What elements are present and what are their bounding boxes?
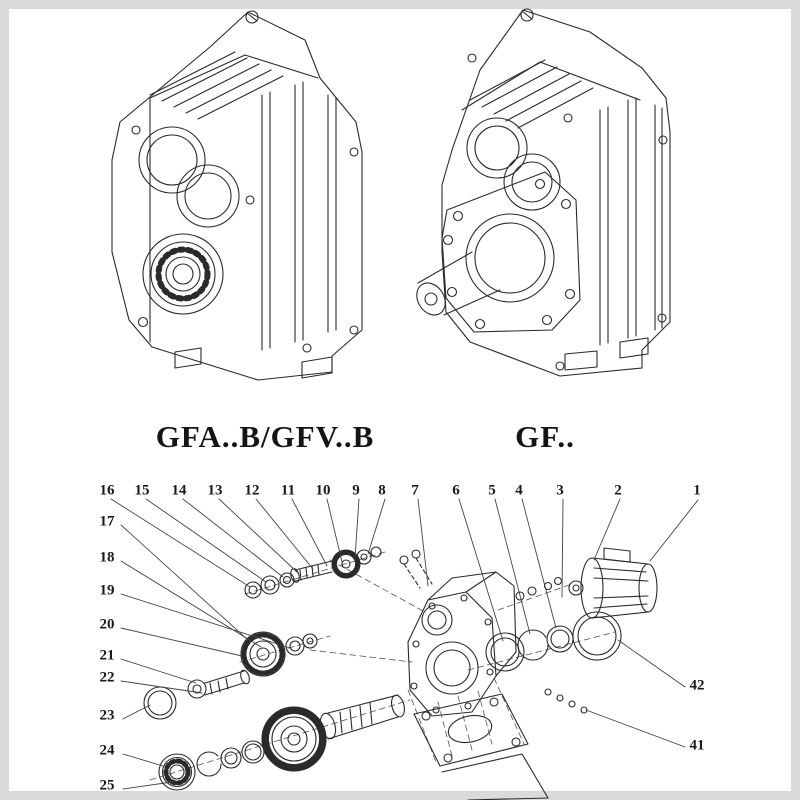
- gear-housing: [407, 571, 517, 717]
- part-number-9: 9: [352, 482, 360, 499]
- part-number-7: 7: [411, 482, 419, 499]
- part-number-2: 2: [614, 482, 622, 499]
- part-number-6: 6: [452, 482, 460, 499]
- part-number-17: 17: [99, 513, 115, 530]
- part-number-22: 22: [99, 669, 115, 686]
- part-number-8: 8: [378, 482, 386, 499]
- part-number-1: 1: [693, 482, 701, 499]
- part-number-42: 42: [689, 677, 705, 694]
- gearbox-drawing-left: [111, 10, 363, 381]
- input-shaft-set: [244, 546, 433, 599]
- flange-plates: [413, 693, 549, 800]
- part-number-11: 11: [280, 482, 296, 499]
- part-number-14: 14: [171, 482, 187, 499]
- output-gear-train: [158, 694, 406, 791]
- part-number-41: 41: [689, 737, 705, 754]
- model-label-gfab-gfvb: GFA..B/GFV..B: [155, 419, 375, 454]
- part-number-19: 19: [99, 582, 115, 599]
- fastener-set: [515, 576, 563, 601]
- motor-assembly: [568, 547, 658, 619]
- intermediate-gear-set: [240, 631, 318, 677]
- part-number-12: 12: [244, 482, 260, 499]
- leader-lines: [110, 498, 699, 790]
- part-number-10: 10: [315, 482, 331, 499]
- exploded-view-art: [110, 498, 699, 800]
- part-number-15: 15: [134, 482, 150, 499]
- part-number-24: 24: [99, 742, 115, 759]
- part-number-18: 18: [99, 549, 115, 566]
- part-number-21: 21: [99, 647, 115, 664]
- gearbox-drawing-right: [416, 8, 671, 377]
- assembly-axes: [149, 551, 616, 781]
- part-number-25: 25: [99, 777, 115, 794]
- seal-ring-row: [485, 611, 622, 672]
- part-number-16: 16: [99, 482, 115, 499]
- part-number-4: 4: [515, 482, 523, 499]
- stud-bolts: [544, 688, 588, 714]
- part-number-23: 23: [99, 707, 115, 724]
- part-number-13: 13: [207, 482, 223, 499]
- pinion-shaft-small: [143, 669, 250, 720]
- part-number-5: 5: [488, 482, 496, 499]
- model-label-gf: GF..: [515, 419, 575, 454]
- part-number-3: 3: [556, 482, 564, 499]
- part-number-20: 20: [99, 616, 115, 633]
